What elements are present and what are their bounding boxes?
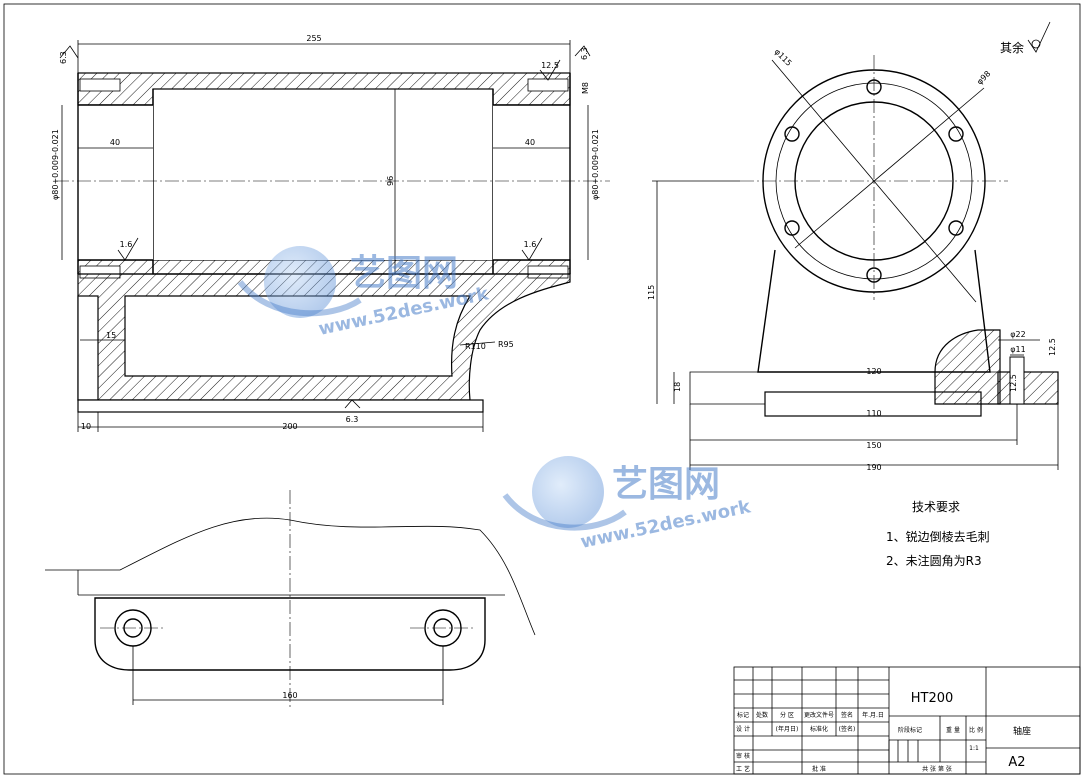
watermark-1-cn: 艺图网 — [350, 253, 458, 294]
tb-process: 工 艺 — [736, 765, 750, 773]
dim-width-150: 150 — [866, 441, 881, 450]
tb-design: 设 计 — [736, 725, 750, 733]
roughness-1-6-left: 1.6 — [120, 240, 133, 249]
tb-total-sheets: 共 张 第 张 — [922, 765, 952, 773]
part-name: 轴座 — [1013, 725, 1031, 737]
roughness-top-left: 6.3 — [59, 51, 68, 64]
tb-stage: 阶段标记 — [898, 726, 922, 734]
dim-center-96: 96 — [386, 176, 395, 186]
dim-r95: R95 — [498, 340, 514, 349]
top-view — [45, 490, 536, 710]
tb-count: 处数 — [756, 711, 768, 719]
sheet-size: A2 — [1008, 755, 1025, 770]
dim-bore-diameter-right: φ80+0.009-0.021 — [591, 129, 600, 200]
tb-mark: 标记 — [737, 711, 749, 719]
dim-phi-11: φ11 — [1010, 345, 1025, 354]
roughness-bottom: 6.3 — [346, 415, 359, 424]
roughness-side-1: 12.5 — [1048, 338, 1057, 356]
tb-sign-2: (年月日) — [776, 725, 799, 733]
dim-width-120: 120 — [866, 367, 881, 376]
dim-wall-15: 15 — [106, 331, 116, 340]
dim-height-115: 115 — [647, 285, 656, 300]
tb-sign-3: (签名) — [839, 725, 856, 733]
dim-base-200: 200 — [282, 422, 297, 431]
dim-phi-98: φ98 — [975, 69, 992, 86]
watermark-2-cn: 艺图网 — [612, 464, 720, 505]
scale-value: 1:1 — [969, 745, 979, 752]
roughness-12-5: 12.5 — [541, 61, 559, 70]
title-block — [733, 666, 1081, 775]
dim-width-110: 110 — [866, 409, 881, 418]
material-label: HT200 — [911, 691, 954, 706]
dim-right-bore-length: 40 — [525, 138, 535, 147]
tb-sign: 签名 — [841, 711, 853, 719]
watermark-2: 艺图网 www.52des.work — [502, 456, 753, 553]
tech-req-title: 技术要求 — [912, 500, 960, 514]
roughness-other-symbol — [1027, 21, 1051, 53]
dim-phi-22: φ22 — [1010, 330, 1025, 339]
tech-req-item-2: 2、未注圆角为R3 — [886, 553, 982, 568]
tb-approve: 批 准 — [812, 765, 826, 773]
tb-check: 审 核 — [736, 752, 750, 760]
tb-date: 年.月.日 — [862, 711, 884, 719]
dim-left-bore-length: 40 — [110, 138, 120, 147]
dim-thread-m8: M8 — [581, 82, 590, 94]
tb-standard: 标准化 — [810, 725, 828, 733]
dim-r110: R110 — [465, 342, 486, 351]
dim-hole-spacing-160: 160 — [282, 691, 297, 700]
dim-base-height-18: 18 — [673, 382, 682, 392]
drawing-border — [3, 3, 1081, 775]
roughness-1-6-right: 1.6 — [524, 240, 537, 249]
roughness-side-2: 12.5 — [1009, 374, 1018, 392]
roughness-symbols — [59, 45, 591, 409]
dim-width-190: 190 — [866, 463, 881, 472]
dim-offset-10: 10 — [81, 422, 91, 431]
front-view — [55, 40, 610, 432]
tb-weight: 重 量 — [946, 726, 960, 734]
side-view — [652, 55, 1059, 470]
roughness-top-right: 6.3 — [580, 47, 589, 60]
roughness-other-label: 其余 — [1000, 40, 1024, 55]
dim-bore-diameter-left: φ80+0.009-0.021 — [51, 129, 60, 200]
tb-docno: 更改文件号 — [804, 711, 834, 719]
tech-req-item-1: 1、锐边倒棱去毛刺 — [886, 529, 990, 544]
tb-zone: 分 区 — [780, 711, 794, 719]
tb-ratio: 比 例 — [969, 726, 983, 734]
dim-overall-length: 255 — [306, 34, 321, 43]
